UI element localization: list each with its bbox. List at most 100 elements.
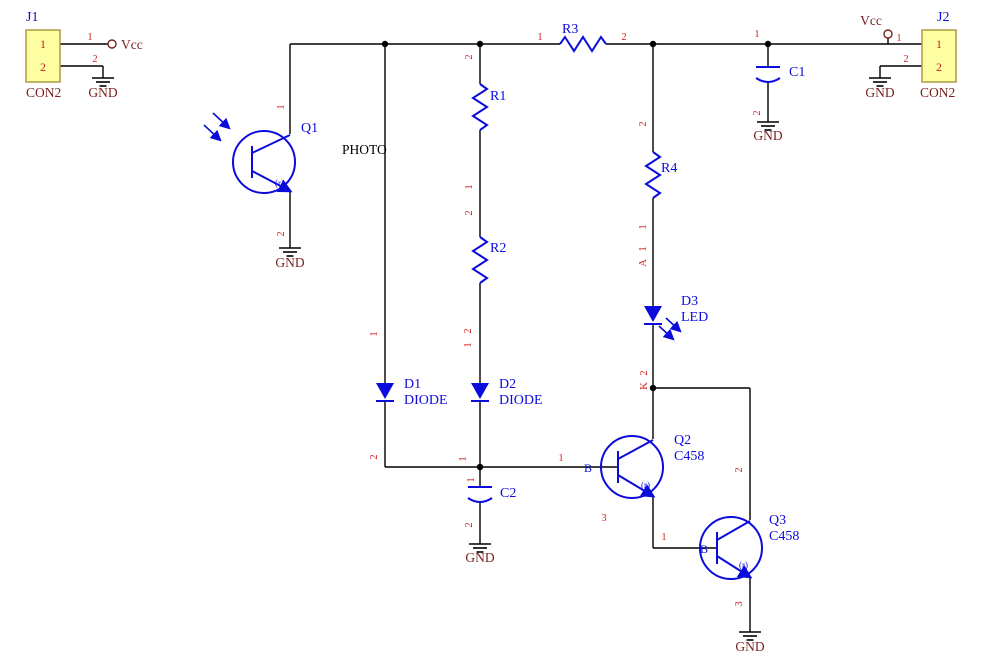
transistor-body — [232, 130, 296, 194]
d1-value-label: DIODE — [404, 393, 448, 408]
j1-pin-1: 1 — [87, 32, 92, 43]
d2-value-label: DIODE — [499, 393, 543, 408]
junction-dot — [764, 40, 772, 48]
d3-pin-2: 2 — [639, 370, 650, 375]
q3-base-label: B — [700, 542, 708, 556]
vcc-terminal-icon — [107, 39, 117, 49]
j1-pad-1: 1 — [40, 37, 46, 51]
gnd-net-label: GND — [275, 255, 304, 270]
r2-ref-label: R2 — [490, 241, 506, 256]
transistor-body — [699, 516, 763, 580]
diode-d1: D1 DIODE 1 2 — [369, 331, 448, 459]
vcc-net-label: Vcc — [121, 37, 143, 52]
d1-ref-label: D1 — [404, 377, 421, 392]
light-arrow-icon — [658, 325, 675, 341]
transistor-q3: Q3 C458 B 1 2 3 (r) GND — [661, 467, 799, 654]
j2-ref-label: J2 — [937, 10, 949, 25]
r2-pin-2: 2 — [464, 210, 475, 215]
c1-pin-1: 1 — [754, 29, 759, 40]
transistor-emitter — [617, 474, 656, 498]
vcc-terminal-icon — [883, 29, 893, 39]
c2-pin-1: 1 — [466, 477, 477, 482]
gnd-net-label: GND — [753, 128, 782, 143]
j2-pad-1: 1 — [936, 37, 942, 51]
capacitor-c1: C1 1 2 GND — [752, 29, 805, 143]
transistor-emitter — [251, 170, 293, 193]
r4-pin-2: 2 — [638, 121, 649, 126]
q3-pin-1: 1 — [661, 532, 666, 543]
c2-ref-label: C2 — [500, 486, 516, 501]
q2-ref-label: Q2 — [674, 433, 691, 448]
resistor-r4: R4 2 1 — [638, 121, 677, 229]
connector-j1: J1 1 2 CON2 1 2 Vcc GND — [25, 10, 143, 100]
r4-ref-label: R4 — [661, 161, 677, 176]
c2-pin-2: 2 — [464, 522, 475, 527]
d3-anode-label: A — [638, 259, 649, 267]
capacitor-curved-plate — [467, 497, 493, 503]
q2-mark-label: (r) — [641, 480, 650, 490]
j2-pin-2: 2 — [903, 54, 908, 65]
wires — [60, 38, 922, 632]
r3-ref-label: R3 — [562, 22, 578, 37]
j1-ref-label: J1 — [26, 10, 38, 25]
r1-pin-1: 1 — [464, 184, 475, 189]
junction-dots — [381, 40, 772, 471]
d2-ref-label: D2 — [499, 377, 516, 392]
junction-dot — [649, 384, 657, 392]
j2-pin-1: 1 — [896, 33, 901, 44]
r3-pin-2: 2 — [621, 32, 626, 43]
resistor-r2: R2 2 1 — [463, 210, 506, 347]
q1-ref-label: Q1 — [301, 121, 318, 136]
d3-ref-label: D3 — [681, 294, 698, 309]
j2-value-label: CON2 — [920, 85, 955, 100]
d3-value-label: LED — [681, 310, 708, 325]
q2-pin-1: 1 — [558, 453, 563, 464]
photo-net-label: PHOTO — [342, 142, 387, 157]
q3-mark-label: (r) — [739, 560, 748, 570]
led-d3: D3 LED 1 A 2 K — [638, 246, 708, 389]
d3-pin-1: 1 — [638, 246, 649, 251]
resistor-r3: R3 1 2 — [537, 22, 627, 52]
light-arrow-icon — [665, 317, 682, 333]
diode-symbol — [376, 383, 394, 399]
q1-mark-label: (r) — [275, 178, 284, 188]
j1-pin-2: 2 — [92, 54, 97, 65]
vcc-net-label: Vcc — [860, 13, 882, 28]
q1-pin-2: 2 — [276, 231, 287, 236]
junction-dot — [381, 40, 389, 48]
r3-pin-1: 1 — [537, 32, 542, 43]
junction-dot — [476, 40, 484, 48]
resistor-r1: R1 2 1 — [464, 54, 506, 189]
q3-pin-2: 2 — [734, 467, 745, 472]
diode-d2: D2 DIODE 2 1 — [458, 328, 543, 461]
transistor-q2: Q2 C458 B 1 3 (r) — [558, 433, 704, 524]
gnd-net-label: GND — [465, 550, 494, 565]
j2-pad-2: 2 — [936, 60, 942, 74]
q3-pin-3: 3 — [734, 601, 745, 606]
q3-ref-label: Q3 — [769, 513, 786, 528]
connector-j2: J2 1 2 CON2 1 2 Vcc GND — [860, 10, 957, 100]
resistor-symbol — [472, 83, 488, 131]
c1-ref-label: C1 — [789, 65, 805, 80]
q2-value-label: C458 — [674, 449, 704, 464]
r1-ref-label: R1 — [490, 89, 506, 104]
d2-pin-2: 2 — [463, 328, 474, 333]
light-arrow-icon — [203, 124, 222, 142]
j1-value-label: CON2 — [26, 85, 61, 100]
transistor-collector — [617, 439, 654, 460]
resistor-symbol — [472, 236, 488, 284]
transistor-q1: Q1 (r) 1 2 GND — [203, 104, 318, 270]
transistor-collector — [716, 520, 751, 541]
d3-cathode-label: K — [639, 382, 650, 390]
gnd-net-label: GND — [88, 85, 117, 100]
junction-dot — [649, 40, 657, 48]
r1-pin-2: 2 — [464, 54, 475, 59]
gnd-net-label: GND — [865, 85, 894, 100]
transistor-emitter — [716, 555, 753, 579]
connector-body — [25, 29, 61, 83]
junction-dot — [476, 463, 484, 471]
d1-pin-2: 2 — [369, 454, 380, 459]
connector-body — [921, 29, 957, 83]
